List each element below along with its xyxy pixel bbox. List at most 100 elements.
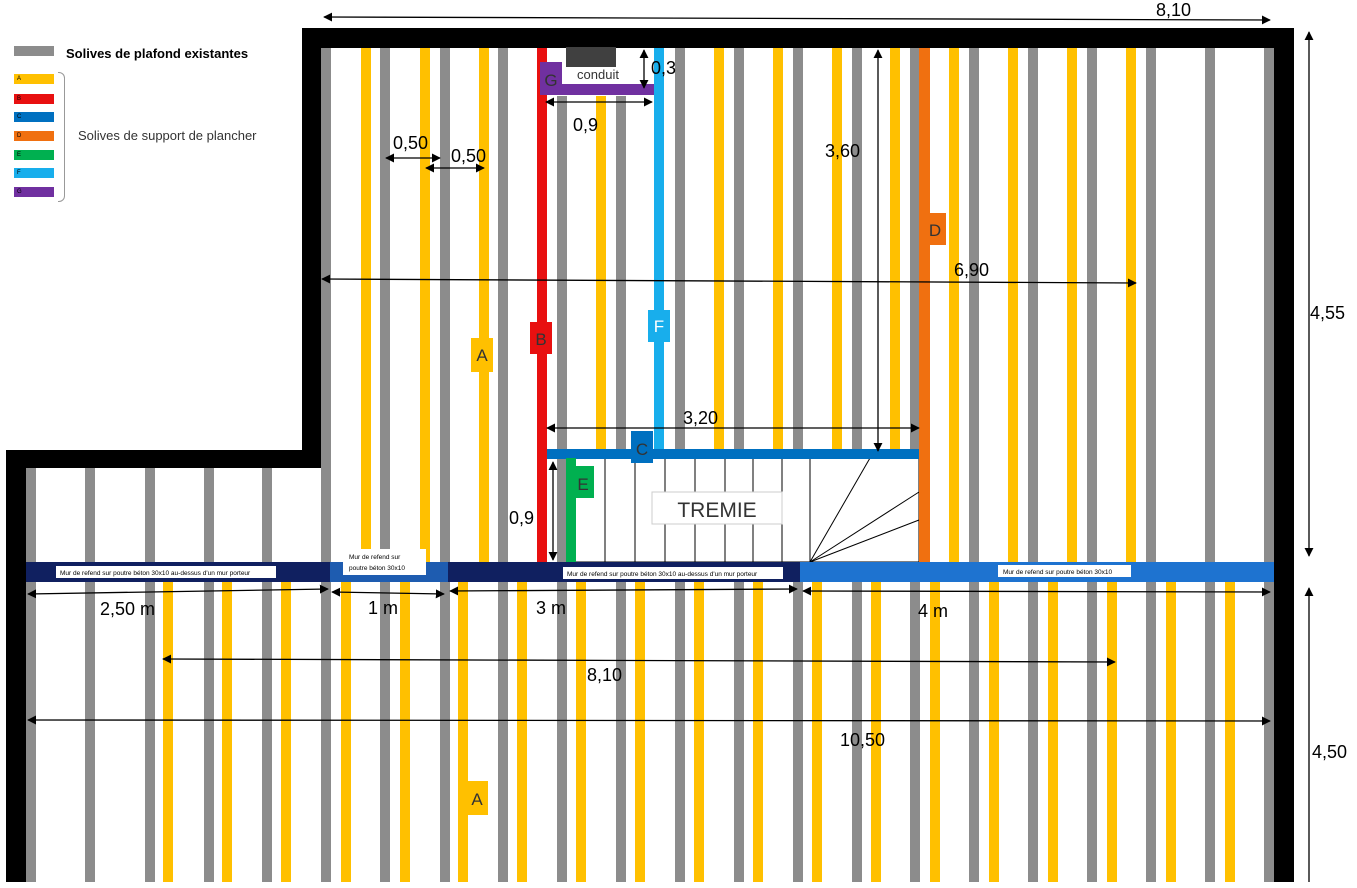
existing-joists-upper: [321, 48, 1274, 562]
joist-a: [222, 582, 232, 882]
dim-seg4: 4 m: [918, 601, 948, 621]
dim-right-upper: 4,55: [1310, 303, 1345, 323]
joist-a: [635, 582, 645, 882]
existing-joist: [734, 582, 744, 882]
dimension-texts: 8,10 4,55 4,50 0,50 0,50 0,9 0,3 3,60 6,…: [100, 0, 1347, 762]
existing-joist: [498, 582, 508, 882]
joist-labels: A A B F D G C E conduit TREMIE: [466, 62, 946, 815]
legend-title: Solives de plafond existantes: [66, 46, 249, 61]
dim-line-seg2: [331, 587, 445, 599]
existing-joist: [262, 582, 272, 882]
joist-a: [281, 582, 291, 882]
joist-e: [566, 458, 576, 562]
joist-a: [812, 582, 822, 882]
existing-joist: [440, 48, 450, 562]
joist-a: [890, 48, 900, 452]
wall-left-lower: [6, 450, 26, 882]
existing-joist: [1205, 582, 1215, 882]
dim-line-seg4: [802, 586, 1271, 597]
dim-conduit: 0,3: [651, 58, 676, 78]
legend-item-b: B: [14, 94, 54, 104]
existing-joist: [793, 582, 803, 882]
joist-a: [596, 96, 606, 452]
existing-joist: [204, 468, 214, 562]
joist-a: [753, 582, 763, 882]
existing-joist: [557, 582, 567, 882]
joist-a: [1048, 582, 1058, 882]
existing-joist: [321, 48, 331, 562]
label-f: F: [654, 317, 664, 336]
dim-d-height: 3,60: [825, 141, 860, 161]
dim-sp1: 0,50: [393, 133, 428, 153]
stair-winder: [809, 457, 871, 563]
existing-joist: [145, 582, 155, 882]
stair-winder: [809, 519, 920, 563]
joist-a: [361, 48, 371, 562]
wall-right: [1274, 28, 1294, 882]
joist-d: [919, 48, 930, 562]
existing-joist: [145, 468, 155, 562]
joist-a: [871, 582, 881, 882]
existing-joist: [85, 582, 95, 882]
joist-a: [341, 582, 351, 882]
existing-joist: [1264, 582, 1274, 882]
dim-seg2: 1 m: [368, 598, 398, 618]
joist-a: [1008, 48, 1018, 562]
legend-group-label: Solives de support de plancher: [78, 128, 257, 143]
existing-joist: [675, 48, 685, 452]
dim-line-top-width: [323, 12, 1271, 25]
existing-joist: [969, 582, 979, 882]
legend-existing-swatch: [14, 46, 54, 56]
existing-joist: [616, 582, 626, 882]
existing-joists-lower: [26, 582, 1274, 882]
label-d: D: [929, 221, 941, 240]
joist-a: [930, 582, 940, 882]
joist-c: [547, 449, 919, 459]
legend-swatch-a: A: [14, 74, 54, 84]
dim-sp2: 0,50: [451, 146, 486, 166]
joist-b: [537, 48, 547, 562]
dim-seg3: 3 m: [536, 598, 566, 618]
joist-a: [1107, 582, 1117, 882]
existing-joist: [380, 48, 390, 562]
label-e: E: [577, 475, 588, 494]
legend-swatch-f: F: [14, 168, 54, 178]
legend-existing: [14, 46, 54, 56]
existing-joist: [498, 48, 508, 562]
label-bg-a: [466, 781, 488, 815]
existing-joist: [910, 582, 920, 882]
existing-joist: [1087, 48, 1097, 562]
existing-joist: [321, 582, 331, 882]
existing-joist: [852, 48, 862, 452]
label-a-top: A: [476, 346, 488, 365]
existing-joist: [1205, 48, 1215, 562]
existing-joist: [734, 48, 744, 452]
existing-joist: [557, 96, 567, 562]
beam-label: poutre béton 30x10: [349, 565, 405, 572]
beam-label: Mur de refend sur poutre béton 30x10: [1003, 569, 1113, 576]
joist-a: [694, 582, 704, 882]
label-bg-f: [648, 310, 670, 342]
existing-joist: [26, 468, 36, 562]
dim-line-690: [321, 274, 1137, 288]
existing-joist: [616, 96, 626, 452]
legend: Solives de plafond existantes A B C D E …: [14, 44, 304, 204]
existing-joist: [1028, 48, 1038, 562]
joist-a: [576, 582, 586, 882]
conduit-label: conduit: [577, 67, 619, 82]
legend-swatch-e: E: [14, 150, 54, 160]
existing-joists-left: [26, 468, 272, 562]
legend-item-f: F: [14, 168, 54, 178]
dim-line-seg1: [27, 584, 329, 599]
beam-label: Mur de refend sur poutre béton 30x10 au-…: [60, 570, 251, 577]
dim-lower-810: 8,10: [587, 665, 622, 685]
label-a-bottom: A: [471, 790, 483, 809]
dim-line-total: [27, 715, 1271, 726]
existing-joist: [1087, 582, 1097, 882]
existing-joist: [26, 582, 36, 882]
existing-joist: [1028, 582, 1038, 882]
dim-total: 10,50: [840, 730, 885, 750]
existing-joist: [675, 582, 685, 882]
stair-winder: [809, 491, 920, 563]
joist-a: [714, 48, 724, 452]
